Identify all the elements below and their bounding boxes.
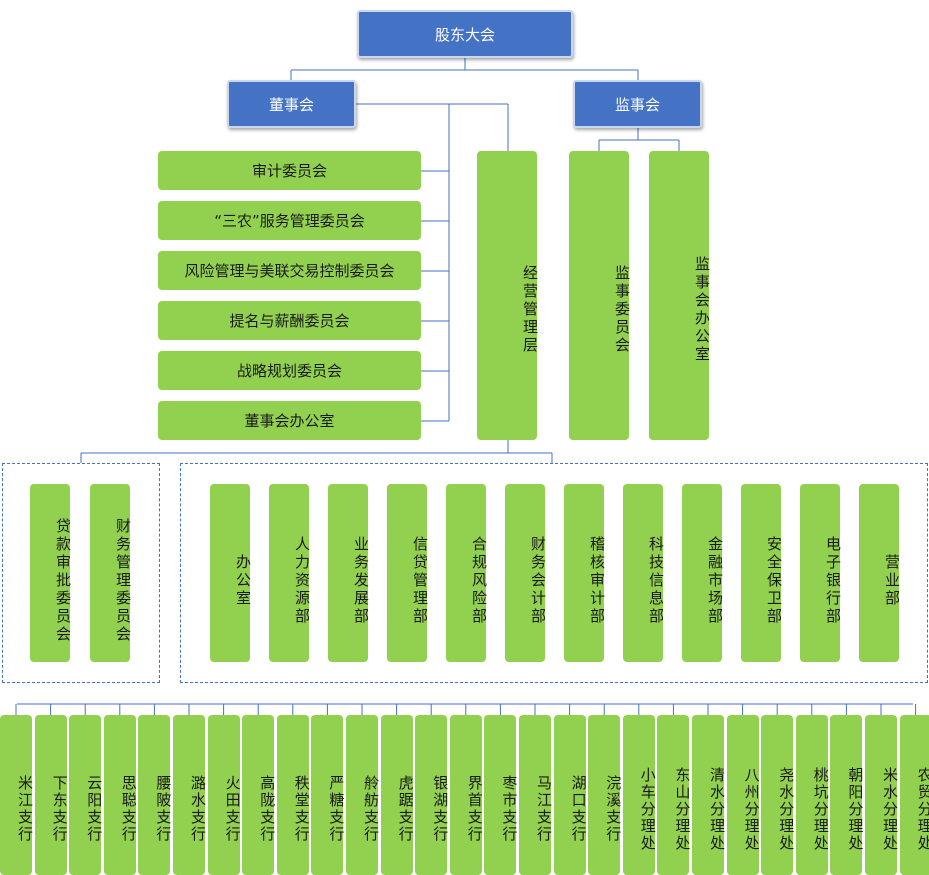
department-box: 合规风险部 [446,484,488,662]
department-box: 营业部 [859,484,901,662]
branch-box: 舲舫支行 [346,715,380,875]
branch-box: 火田支行 [207,715,242,875]
board-committee-audit: 审计委员会 [158,151,421,190]
department-box: 科技信息部 [623,484,665,662]
branch-box: 尧水分理处 [761,715,795,875]
department-box: 安全保卫部 [741,484,783,662]
branch-box: 朝阳分理处 [830,715,864,875]
branch-box: 虎踞支行 [380,715,415,875]
board-committee-nomination: 提名与薪酬委员会 [158,301,421,340]
department-box: 金融市场部 [682,484,724,662]
branch-box: 思聪支行 [103,715,138,875]
board-of-directors-box: 董事会 [227,80,356,128]
board-committee-agriculture: “三农”服务管理委员会 [158,201,421,240]
branch-box: 腰陂支行 [138,715,172,875]
department-box: 信贷管理部 [387,484,429,662]
branch-box: 秩堂支行 [276,715,311,875]
board-committee-strategy: 战略规划委员会 [158,351,421,390]
financial-management-committee: 财务管理委员会 [90,484,132,662]
branch-box: 湖口支行 [553,715,588,875]
branch-box: 下东支行 [34,715,69,875]
branch-box: 界首支行 [449,715,484,875]
committee-group-frame [2,463,160,683]
supervisory-office-box: 监事会办公室 [649,151,711,440]
branch-box: 小车分理处 [622,715,657,875]
branch-box: 枣市支行 [484,715,518,875]
branch-box: 东山分理处 [657,715,691,875]
department-box: 电子银行部 [800,484,842,662]
department-box: 财务会计部 [505,484,547,662]
branch-box: 严糖支行 [311,715,345,875]
branch-box: 清水分理处 [692,715,726,875]
branch-box: 高陇支行 [242,715,276,875]
management-box: 经营管理层 [477,151,539,440]
branch-box: 潞水支行 [173,715,207,875]
branch-box: 农贸分理处 [899,715,929,875]
department-box: 办公室 [210,484,252,662]
board-of-supervisors-box: 监事会 [573,80,702,128]
shareholders-meeting-box: 股东大会 [357,10,573,58]
branch-box: 米水分理处 [865,715,899,875]
branch-box: 八州分理处 [726,715,761,875]
branch-box: 银湖支行 [415,715,449,875]
department-group-frame [180,463,928,683]
department-box: 人力资源部 [269,484,311,662]
branch-box: 浣溪支行 [588,715,622,875]
board-office: 董事会办公室 [158,401,421,440]
loan-approval-committee: 贷款审批委员会 [30,484,72,662]
department-box: 业务发展部 [328,484,370,662]
branch-box: 云阳支行 [69,715,103,875]
branch-box: 桃坑分理处 [795,715,830,875]
supervisory-committee-box: 监事委员会 [569,151,631,440]
branch-box: 马江支行 [519,715,553,875]
branch-box: 米江支行 [0,715,34,875]
board-committee-risk: 风险管理与美联交易控制委员会 [158,251,421,290]
department-box: 稽核审计部 [564,484,606,662]
